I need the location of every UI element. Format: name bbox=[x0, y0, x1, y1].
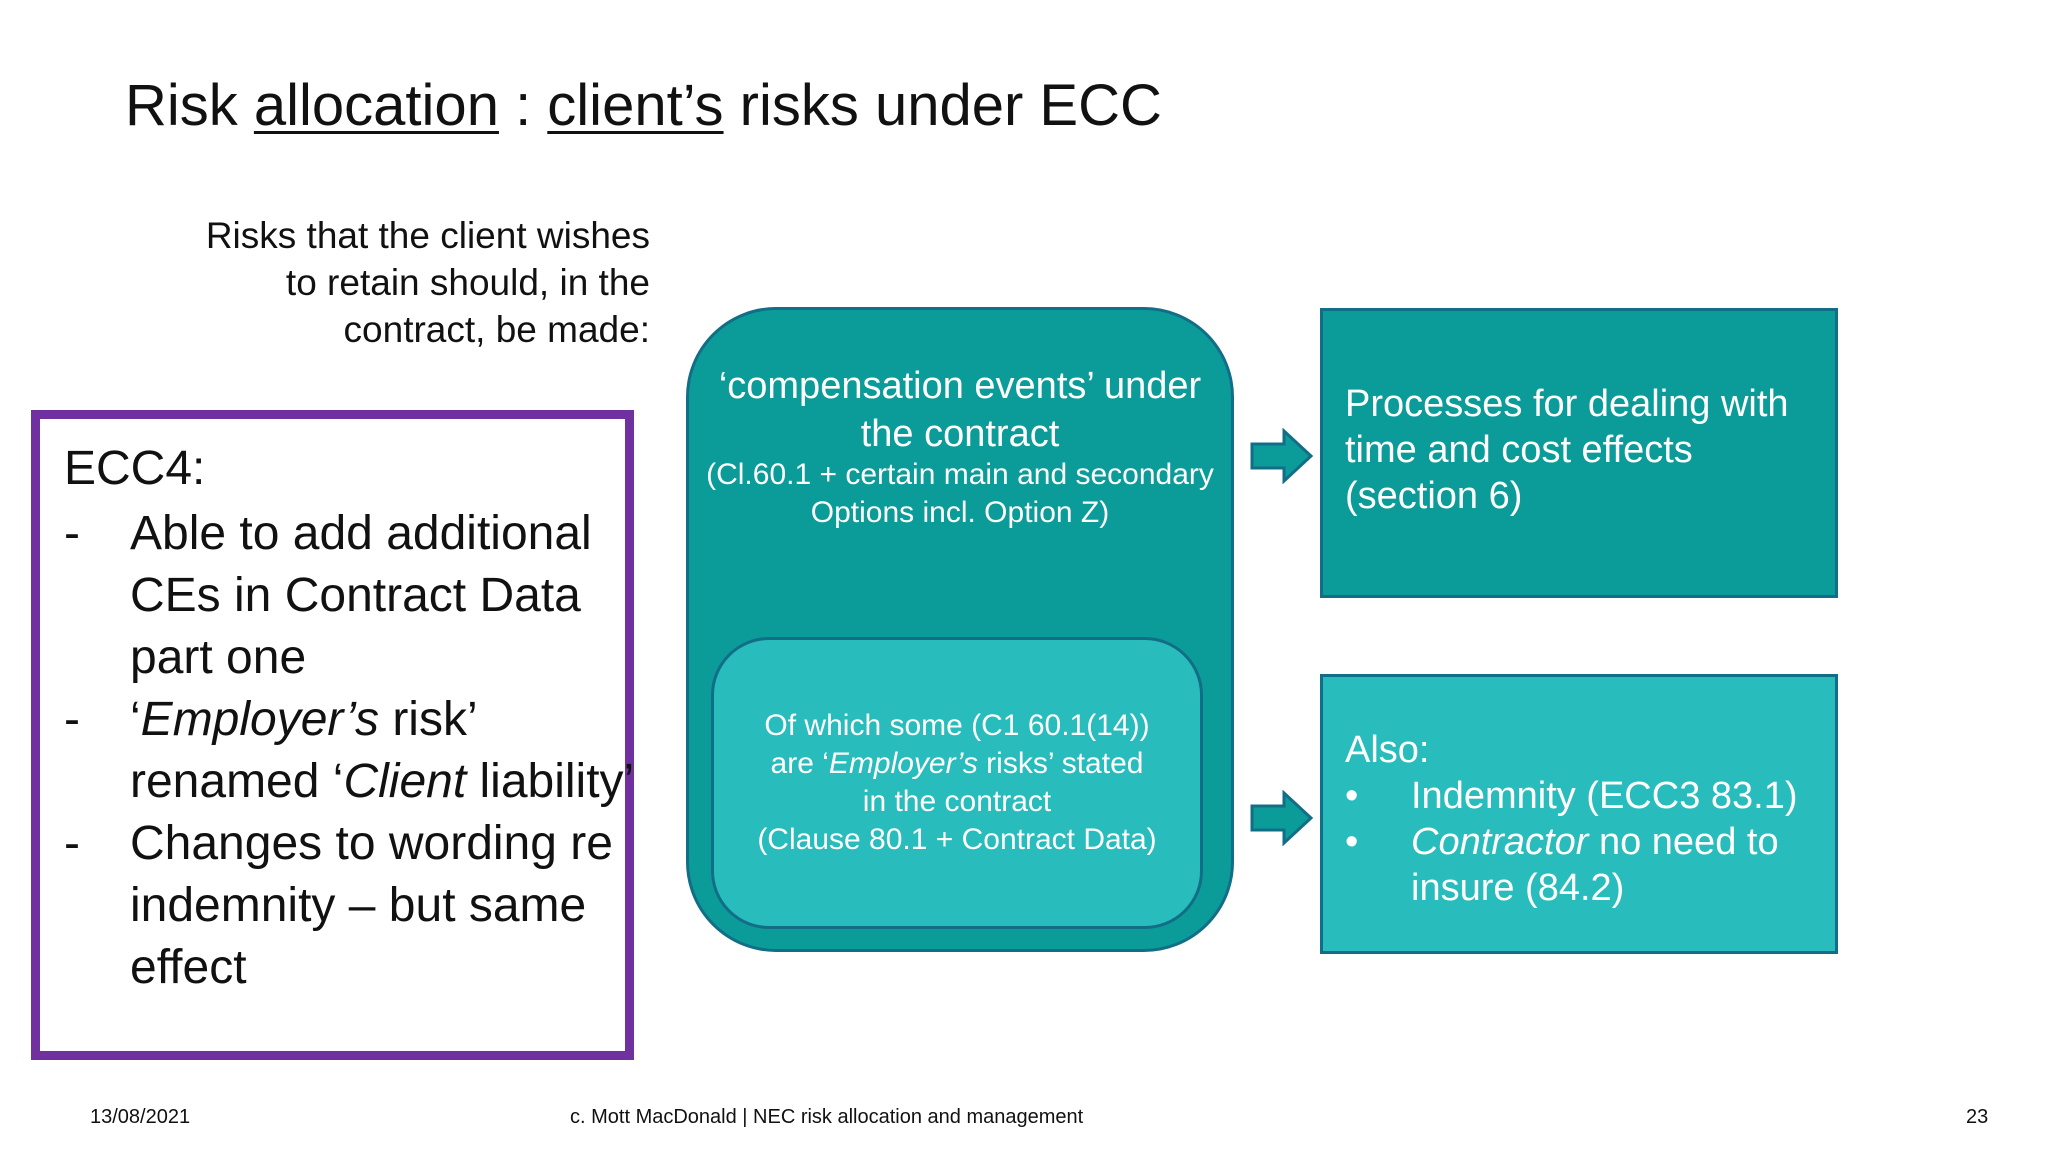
ecc4-list: - Able to add additional CEs in Contract… bbox=[64, 503, 644, 999]
employers-risks-box: Of which some (C1 60.1(14)) are ‘Employe… bbox=[711, 637, 1203, 929]
title-text-separator: : bbox=[498, 73, 548, 138]
processes-text: Processes for dealing with time and cost… bbox=[1345, 383, 1789, 517]
also-box: Also: • Indemnity (ECC3 83.1) • Contract… bbox=[1320, 674, 1838, 954]
footer-date: 13/08/2021 bbox=[90, 1106, 191, 1128]
employers-risks-text: Of which some (C1 60.1(14)) are ‘Employe… bbox=[757, 709, 1157, 856]
also-list: • Indemnity (ECC3 83.1) • Contractor no … bbox=[1345, 773, 1813, 911]
italic-employers: Employer’s bbox=[140, 693, 379, 746]
ecc4-item-text: Able to add additional CEs in Contract D… bbox=[130, 507, 592, 684]
processes-box: Processes for dealing with time and cost… bbox=[1320, 308, 1838, 598]
also-heading: Also: bbox=[1345, 729, 1430, 771]
title-text-rest: risks under ECC bbox=[723, 73, 1162, 138]
also-item-text: Indemnity (ECC3 83.1) bbox=[1411, 775, 1798, 817]
round-bullet: • bbox=[1345, 821, 1359, 863]
ecc4-box: ECC4: - Able to add additional CEs in Co… bbox=[31, 410, 634, 1060]
arrow-right-icon bbox=[1250, 428, 1314, 484]
title-text-allocation: allocation bbox=[253, 73, 499, 138]
ecc4-item: - Changes to wording re indemnity – but … bbox=[64, 813, 644, 999]
arrow-right-icon bbox=[1250, 790, 1314, 846]
compensation-events-subtitle: (Cl.60.1 + certain main and secondary Op… bbox=[706, 458, 1214, 529]
italic-client: Client bbox=[343, 755, 467, 808]
italic-employers: Employer’s bbox=[828, 747, 978, 780]
dash-bullet: - bbox=[64, 817, 80, 870]
round-bullet: • bbox=[1345, 775, 1359, 817]
italic-contractor: Contractor bbox=[1411, 821, 1589, 863]
dash-bullet: - bbox=[64, 693, 80, 746]
title-text-1: Risk bbox=[125, 73, 254, 138]
ecc4-item: - Able to add additional CEs in Contract… bbox=[64, 503, 644, 689]
ecc4-heading: ECC4: bbox=[64, 442, 206, 495]
also-item: • Contractor no need to insure (84.2) bbox=[1345, 819, 1813, 911]
also-item-text: Contractor no need to insure (84.2) bbox=[1411, 821, 1779, 909]
page-number: 23 bbox=[1966, 1106, 1989, 1128]
ecc4-item-text: Changes to wording re indemnity – but sa… bbox=[130, 817, 613, 994]
also-item: • Indemnity (ECC3 83.1) bbox=[1345, 773, 1813, 819]
footer-center: c. Mott MacDonald | NEC risk allocation … bbox=[570, 1106, 1084, 1128]
dash-bullet: - bbox=[64, 507, 80, 560]
ecc4-item-text: ‘Employer’s risk’ renamed ‘Client liabil… bbox=[130, 693, 635, 808]
slide-title: Risk allocation : client’s risks under E… bbox=[125, 72, 1162, 139]
intro-text: Risks that the client wishes to retain s… bbox=[205, 215, 650, 350]
compensation-events-title: ‘compensation events’ under the contract bbox=[718, 365, 1202, 455]
ecc4-item: - ‘Employer’s risk’ renamed ‘Client liab… bbox=[64, 689, 644, 813]
title-text-clients: client’s bbox=[547, 73, 724, 138]
